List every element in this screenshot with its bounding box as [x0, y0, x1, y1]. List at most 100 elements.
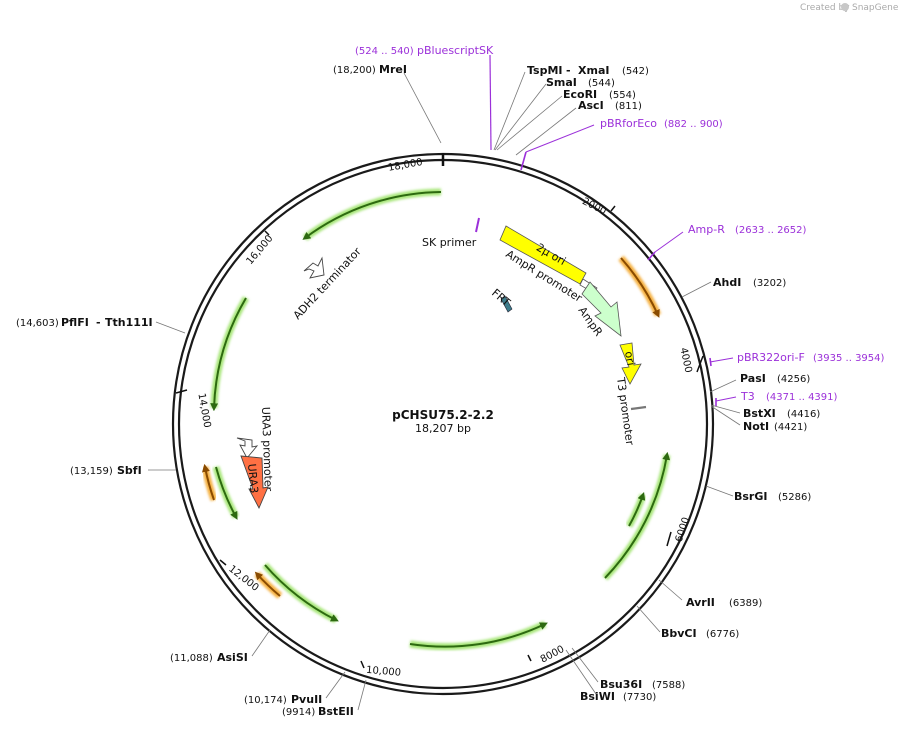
- enzyme-name-sbfi[interactable]: SbfI: [117, 464, 142, 477]
- tick-label-10000: 10,000: [366, 665, 402, 679]
- enzyme-name-smai[interactable]: SmaI: [546, 76, 577, 89]
- plasmid-center-label: pCHSU75.2-2.2 18,207 bp: [392, 408, 494, 435]
- orange-orf-arcs: [201, 255, 662, 599]
- orf-glow-top-left: [302, 188, 442, 241]
- orf-arrow-left: [210, 297, 247, 412]
- leader-avrii: [658, 579, 683, 601]
- ori-label: ori: [622, 350, 637, 366]
- leader-smai: [494, 83, 547, 151]
- leader-bsrgi: [705, 485, 734, 497]
- enzyme-name-noti[interactable]: NotI: [743, 420, 769, 433]
- enzyme-leader-lines: [148, 71, 741, 711]
- snapgene-logo-icon: [841, 3, 849, 11]
- tick-4000: [696, 355, 704, 373]
- orange-arrow-left: [201, 463, 215, 501]
- tick-label-4000: 4000: [677, 347, 693, 374]
- orange-arrow-top-right: [620, 257, 660, 318]
- enzyme-name-pflfi[interactable]: PflFI: [61, 316, 89, 329]
- primer-name-pbluescriptsk[interactable]: pBluescriptSK: [417, 44, 494, 57]
- leader-ampr-primer: [654, 231, 684, 253]
- enzyme-name-bsiwi[interactable]: BsiWI: [580, 690, 615, 703]
- leader-pbrforeco: [525, 124, 595, 153]
- enzyme-labels-left: (18,200) MreI (14,603) PflFI - Tth111I (…: [16, 63, 407, 718]
- enzyme-pos-pasi: (4256): [777, 374, 810, 385]
- frt-feature: [500, 295, 513, 313]
- enzyme-pos-noti: (4421): [774, 422, 807, 433]
- primer-name-pbr322ori-f[interactable]: pBR322ori-F: [737, 351, 805, 364]
- primer-name-ampr[interactable]: Amp-R: [688, 223, 725, 236]
- primer-pos-pbrforeco: (882 .. 900): [664, 119, 723, 130]
- enzyme-name-tspmi[interactable]: TspMI: [527, 64, 563, 77]
- tick-12000: [219, 559, 227, 566]
- leader-tspmi: [493, 71, 526, 151]
- tick-8000: [527, 654, 532, 662]
- orange-arrow-bottom-left: [254, 571, 281, 597]
- sk-primer-mark: [475, 217, 480, 233]
- enzyme-pos-mrei: (18,200): [333, 65, 376, 76]
- leader-bsiwi: [565, 649, 597, 695]
- enzyme-pos-pflfi: (14,603): [16, 318, 59, 329]
- enzyme-name-pvuii[interactable]: PvuII: [291, 693, 322, 706]
- enzyme-pos-smai: (544): [588, 78, 615, 89]
- leader-pflfi: [155, 321, 186, 334]
- tick-marks: [175, 153, 704, 669]
- enzyme-name-pasi[interactable]: PasI: [740, 372, 766, 385]
- primer-name-t3[interactable]: T3: [740, 390, 755, 403]
- enzyme-name-bsu36i[interactable]: Bsu36I: [600, 678, 642, 691]
- snapgene-branding: Created by SnapGene: [800, 3, 898, 13]
- primer-pos-pbluescriptsk: (524 .. 540): [355, 46, 414, 57]
- leader-pbluescriptsk: [489, 54, 492, 151]
- leader-bsu36i: [571, 647, 599, 683]
- orf-arrow-top-left: [302, 191, 442, 240]
- leader-asci: [515, 107, 577, 156]
- ura3-promoter-label: URA3 promoter: [259, 407, 275, 492]
- enzyme-name-asisi[interactable]: AsiSI: [217, 651, 248, 664]
- enzyme-pos-avrii: (6389): [729, 598, 762, 609]
- tick-label-6000: 6000: [674, 516, 692, 544]
- enzyme-name-xmai[interactable]: XmaI: [578, 64, 609, 77]
- orf-arrow-bottom-left: [264, 564, 339, 622]
- orf-glow-left: [210, 296, 250, 409]
- mark-ampr-primer: [647, 251, 656, 261]
- enzyme-name-avrii[interactable]: AvrII: [686, 596, 715, 609]
- two-micron-ori-feature: [499, 225, 587, 285]
- mark-pbrforeco: [520, 151, 527, 171]
- enzyme-name-bsrgi[interactable]: BsrGI: [734, 490, 767, 503]
- sk-primer-label: SK primer: [422, 236, 477, 249]
- enzyme-name-asci[interactable]: AscI: [578, 99, 604, 112]
- enzyme-name-bsteii[interactable]: BstEII: [318, 705, 354, 718]
- enzyme-pos-sbfi: (13,159): [70, 466, 113, 477]
- inner-features: 2µ ori AmpR promoter AmpR FRT ori T3 pro…: [236, 217, 647, 510]
- primer-name-pbrforeco[interactable]: pBRforEco: [600, 117, 657, 130]
- leader-noti: [710, 405, 741, 426]
- leader-bstxi: [710, 404, 741, 414]
- enzyme-pos-ecori: (554): [609, 90, 636, 101]
- enzyme-name-tth111i[interactable]: Tth111I: [105, 316, 153, 329]
- tick-label-14000: 14,000: [195, 392, 212, 428]
- leader-bbvci: [636, 605, 661, 633]
- enzyme-pos-asisi: (11,088): [170, 653, 213, 664]
- primer-pos-ampr: (2633 .. 2652): [735, 225, 807, 236]
- enzyme-name-bstxi[interactable]: BstXI: [743, 407, 776, 420]
- leader-pbr322ori-f: [709, 357, 734, 363]
- primer-leader-lines: [489, 54, 737, 406]
- enzyme-name-mrei[interactable]: MreI: [379, 63, 407, 76]
- enzyme-name-ecori[interactable]: EcoRI: [563, 88, 597, 101]
- mark-pbr322ori-f: [709, 357, 712, 367]
- enzyme-pos-bstxi: (4416): [787, 409, 820, 420]
- adh2-terminator-label: ADH2 terminator: [291, 245, 364, 322]
- enzyme-pos-bsu36i: (7588): [652, 680, 685, 691]
- enzyme-name-bbvci[interactable]: BbvCI: [661, 627, 697, 640]
- tick-label-12000: 12,000: [226, 564, 260, 594]
- enzyme-name-ahdi[interactable]: AhdI: [713, 276, 741, 289]
- ampr-feature: [581, 281, 622, 337]
- tick-label-16000: 16,000: [245, 233, 276, 267]
- leader-pvuii: [325, 671, 346, 699]
- enzyme-sep-pflfi: -: [96, 316, 101, 329]
- enzyme-sep-tspmi: -: [566, 64, 571, 77]
- leader-mrei: [403, 72, 442, 144]
- orf-arrow-right-inner: [628, 491, 646, 527]
- leader-pasi: [709, 379, 737, 393]
- brand-prefix: Created by: [800, 3, 850, 13]
